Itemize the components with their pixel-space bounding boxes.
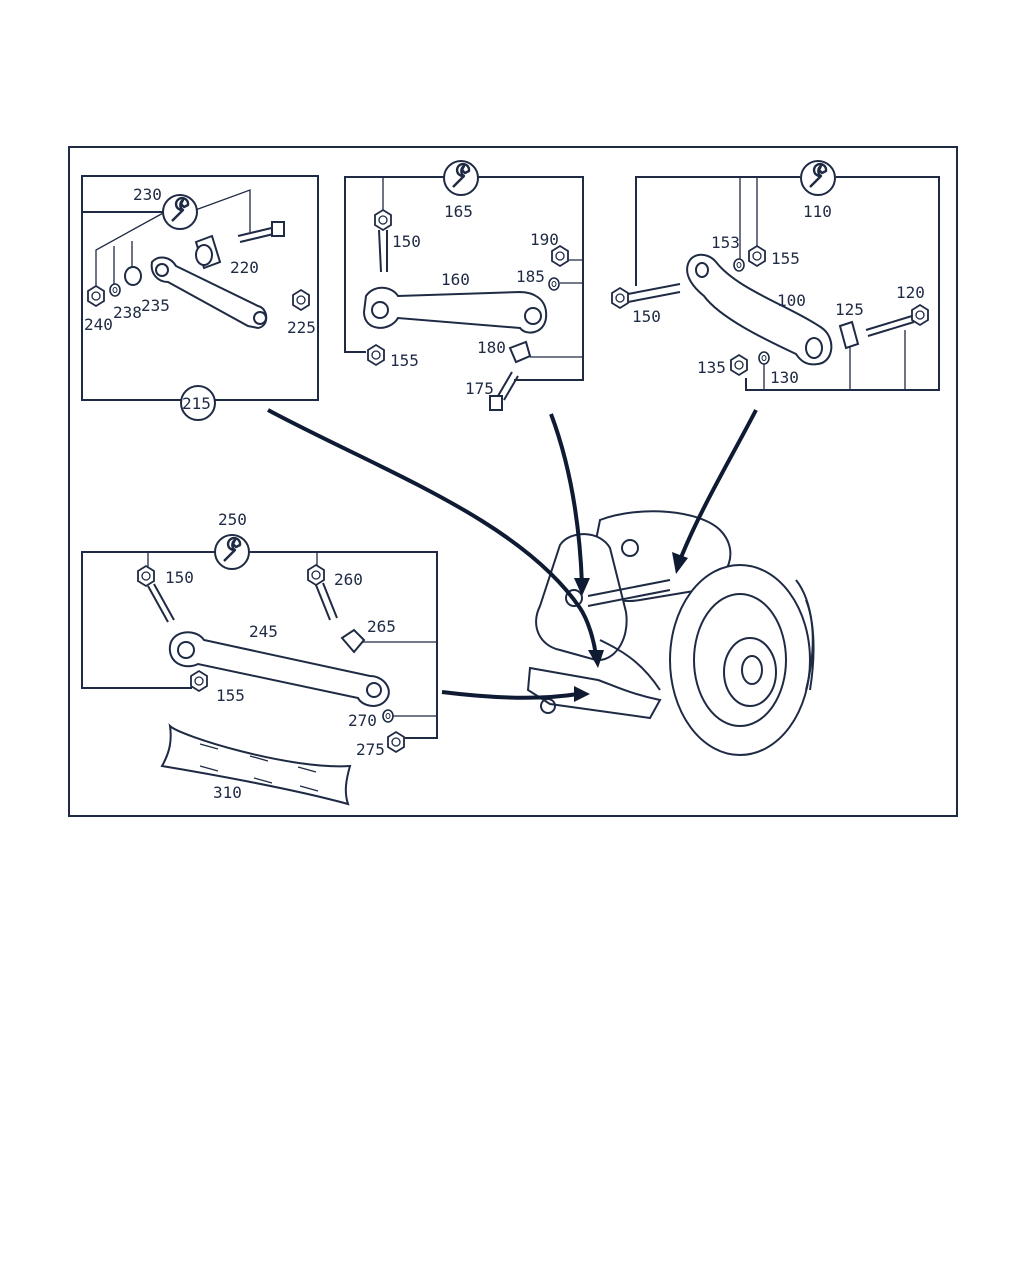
label-225: 225 [287, 318, 316, 337]
label-155: 155 [390, 351, 419, 370]
control-arm-245 [168, 631, 390, 707]
washer-130 [758, 351, 770, 365]
bolt-150 [627, 283, 681, 303]
label-190: 190 [530, 230, 559, 249]
label-310: 310 [213, 783, 242, 802]
washer-270 [382, 709, 394, 723]
label-150: 150 [392, 232, 421, 251]
nut-135 [730, 354, 748, 376]
bolt-head-120 [911, 304, 929, 326]
bolt-175 [497, 371, 519, 401]
label-150: 150 [632, 307, 661, 326]
panel-215: 230 215 220 240 238 235 225 [81, 175, 319, 421]
bolt-head-150 [611, 287, 629, 309]
label-220: 220 [230, 258, 259, 277]
label-135: 135 [697, 358, 726, 377]
label-165: 165 [444, 202, 473, 221]
nut-225 [292, 289, 310, 311]
suspension-assembly [526, 510, 815, 756]
washer-185 [548, 277, 560, 291]
bolt-120 [865, 315, 915, 337]
wrench-icon [799, 159, 837, 197]
label-215: 215 [182, 394, 211, 413]
nut-275 [387, 731, 405, 753]
label-150: 150 [165, 568, 194, 587]
brake-disc [669, 564, 811, 756]
control-arm-100 [686, 253, 833, 366]
nut-240 [87, 285, 105, 307]
nut-155 [367, 344, 385, 366]
label-270: 270 [348, 711, 377, 730]
label-238: 238 [113, 303, 142, 322]
panel-110: 110 153 155 100 125 120 150 135 130 [611, 159, 940, 391]
nut-155 [190, 670, 208, 692]
label-235: 235 [141, 296, 170, 315]
label-125: 125 [835, 300, 864, 319]
label-245: 245 [249, 622, 278, 641]
label-275: 275 [356, 740, 385, 759]
label-130: 130 [770, 368, 799, 387]
eccentric-180 [508, 340, 532, 364]
label-155: 155 [771, 249, 800, 268]
leader-arrows [267, 408, 758, 702]
label-265: 265 [367, 617, 396, 636]
label-160: 160 [441, 270, 470, 289]
diagram-frame [68, 146, 958, 817]
washer-238 [109, 283, 121, 297]
nut-155 [748, 245, 766, 267]
label-155: 155 [216, 686, 245, 705]
callout-circle-215 [180, 385, 216, 421]
label-110: 110 [803, 202, 832, 221]
bushing-235 [124, 266, 142, 286]
nut-top [374, 209, 392, 231]
panel-250: 250 150 260 245 265 155 270 275 310 [81, 510, 438, 806]
label-180: 180 [477, 338, 506, 357]
label-185: 185 [516, 267, 545, 286]
label-153: 153 [711, 233, 740, 252]
nut-190 [551, 245, 569, 267]
label-100: 100 [777, 291, 806, 310]
control-arm-160 [362, 286, 548, 334]
wrench-icon [213, 533, 251, 571]
label-250: 250 [218, 510, 247, 529]
label-240: 240 [84, 315, 113, 334]
eccentric-265 [340, 628, 366, 654]
wrench-icon [442, 159, 480, 197]
bolt-head-260 [307, 564, 325, 586]
washer-153 [733, 258, 745, 272]
eccentric-125 [838, 320, 860, 350]
label-230: 230 [133, 185, 162, 204]
label-120: 120 [896, 283, 925, 302]
panel-165: 165 150 190 185 160 155 180 175 [344, 159, 584, 411]
bolt-150 [147, 583, 175, 623]
wrench-icon [161, 193, 199, 231]
label-175: 175 [465, 379, 494, 398]
bolt-260 [315, 582, 338, 621]
label-260: 260 [334, 570, 363, 589]
bolt-head-150 [137, 565, 155, 587]
shield-310 [160, 723, 352, 806]
bolt-150 [378, 229, 388, 273]
